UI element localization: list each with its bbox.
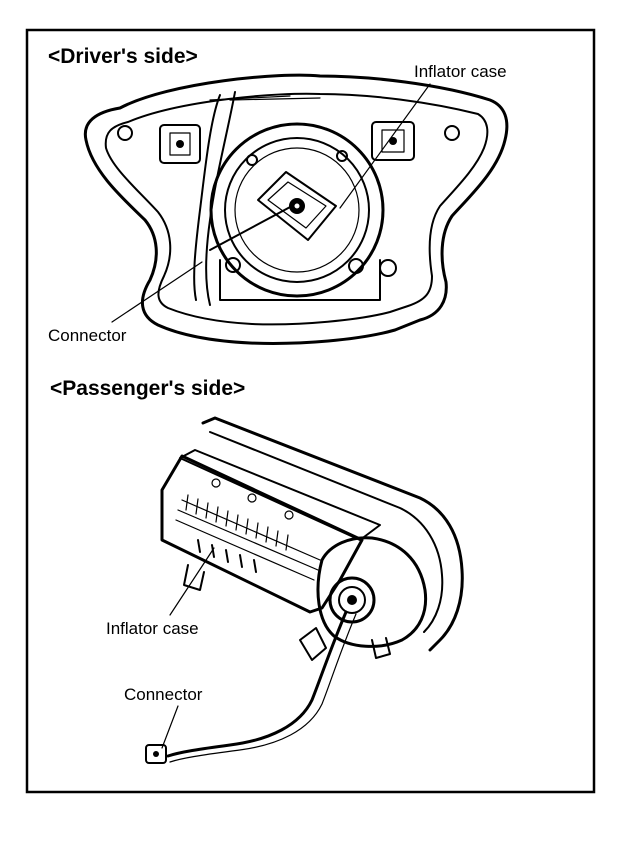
passenger-inflator-case-label: Inflator case bbox=[106, 619, 199, 638]
driver-inflator-case-leader bbox=[339, 83, 431, 209]
driver-connector-leader bbox=[111, 261, 203, 323]
figure-border bbox=[25, 28, 596, 794]
passenger-connector-label: Connector bbox=[124, 685, 203, 704]
passenger-side-heading: <Passenger's side> bbox=[50, 377, 245, 400]
passenger-airbag-module-illustration bbox=[145, 416, 464, 764]
passenger-inflator-case-leader bbox=[169, 547, 215, 616]
driver-inflator-case-label: Inflator case bbox=[414, 62, 507, 81]
steering-wheel-pad-illustration bbox=[83, 73, 509, 345]
driver-side-panel: <Driver's side> Inflator case Connector bbox=[48, 45, 509, 345]
passenger-connector-leader bbox=[161, 705, 179, 749]
passenger-side-panel: <Passenger's side> Inflator case Connect… bbox=[50, 377, 464, 764]
driver-side-heading: <Driver's side> bbox=[48, 45, 198, 68]
driver-connector-label: Connector bbox=[48, 326, 127, 345]
